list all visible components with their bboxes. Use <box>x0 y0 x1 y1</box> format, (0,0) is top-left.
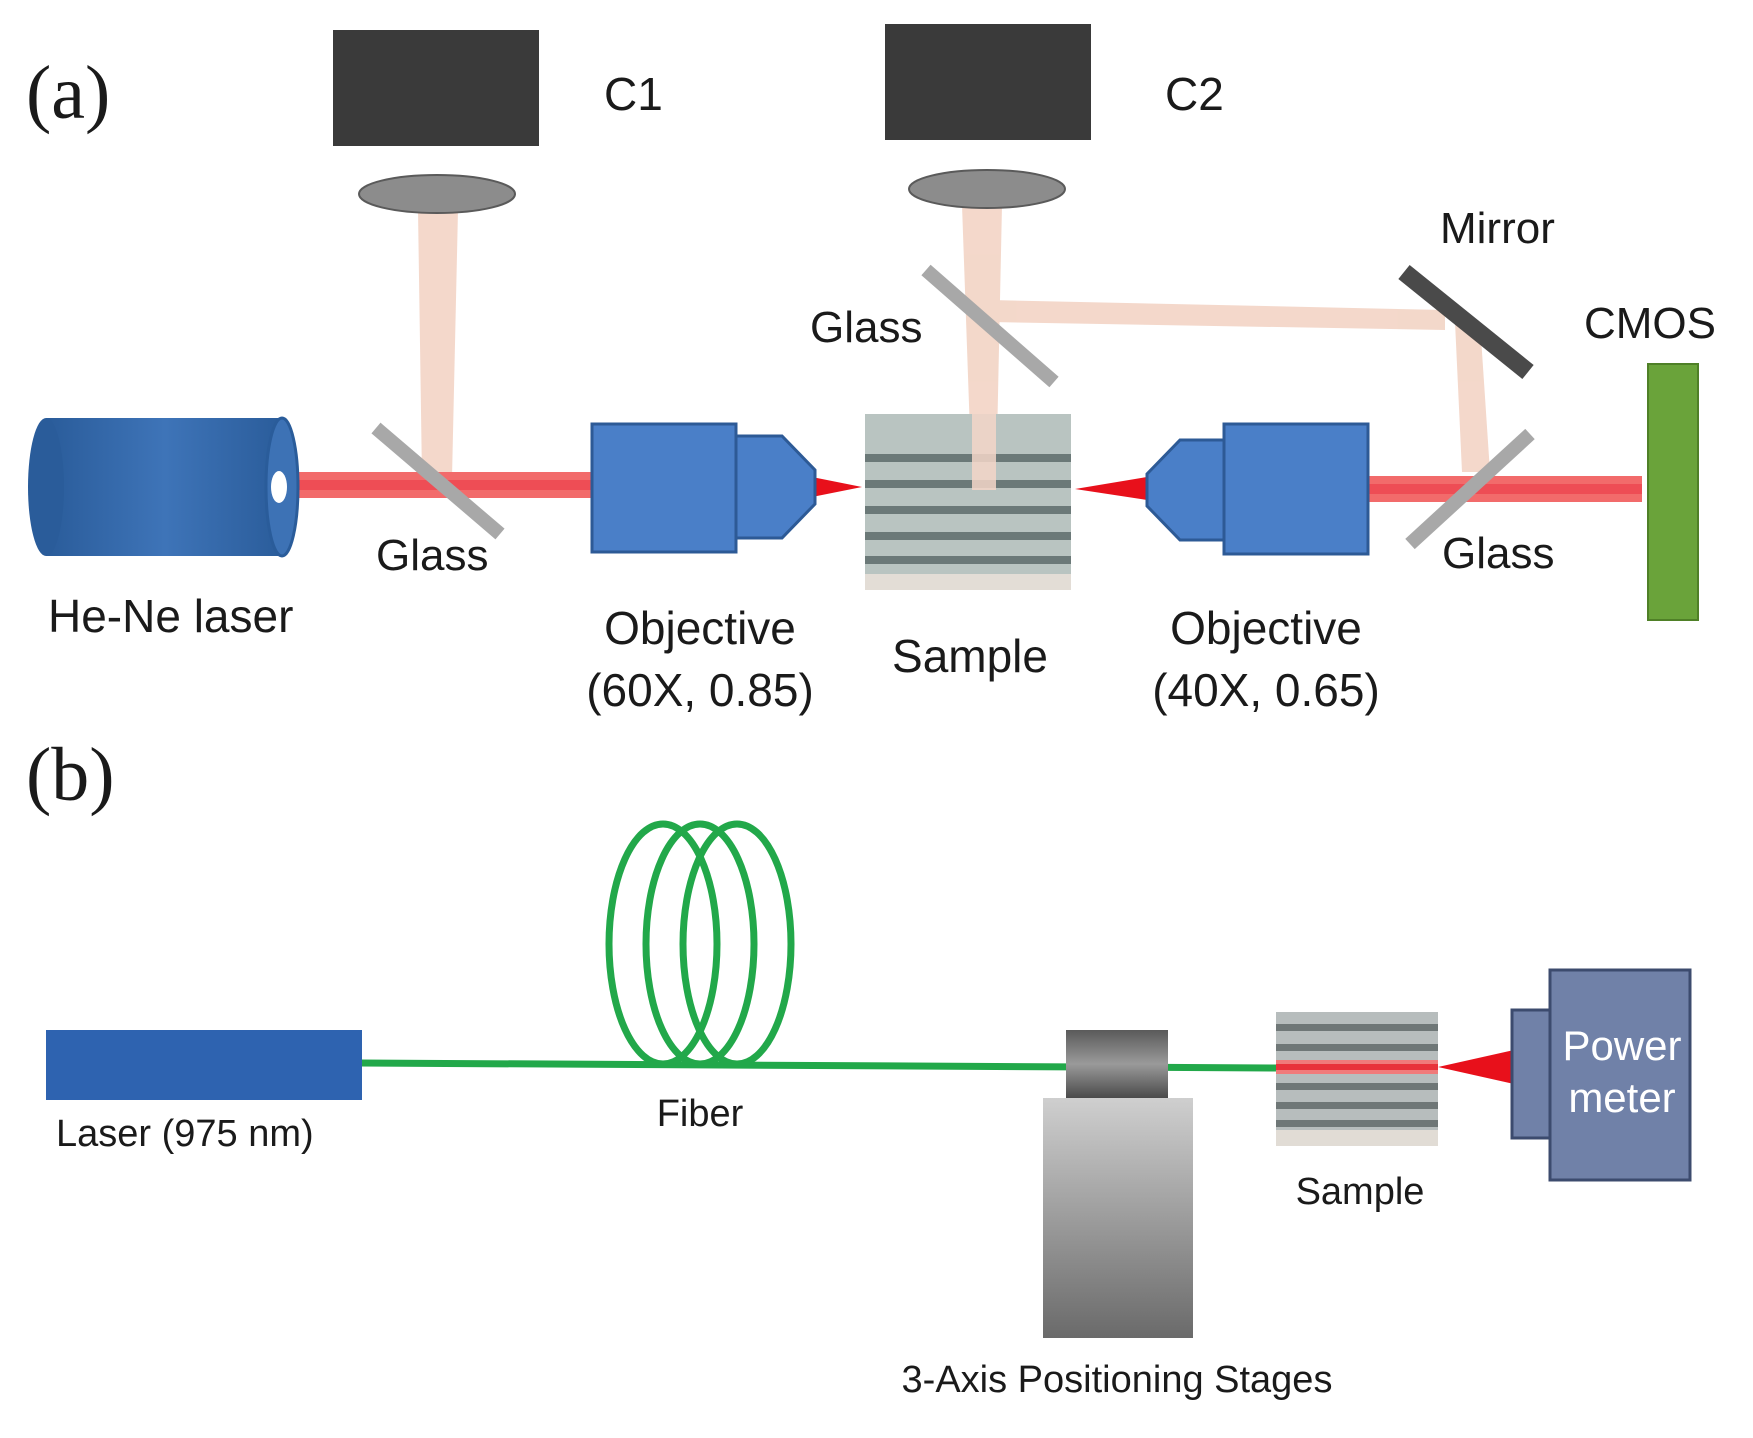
camera-c1 <box>333 30 539 146</box>
mirror-label: Mirror <box>1440 204 1555 253</box>
mirror <box>1398 264 1534 380</box>
fiber-loop-2 <box>642 820 758 1068</box>
mirror-path-vertical-beam <box>1455 322 1490 472</box>
sample-b-label: Sample <box>1296 1171 1425 1213</box>
objective-left-label-line1: Objective <box>604 602 796 654</box>
stage-top-block <box>1066 1030 1168 1098</box>
positioning-stages <box>1043 1030 1193 1338</box>
he-ne-laser-back-cap <box>28 418 64 556</box>
panel-a-label: (a) <box>26 51 110 135</box>
sample-a-layers <box>865 454 1071 564</box>
glass-left-label: Glass <box>376 531 488 580</box>
fiber-loop-1 <box>605 820 721 1068</box>
laser-975nm <box>46 1030 362 1100</box>
mirror-path-horizontal-beam <box>990 300 1445 330</box>
he-ne-laser-aperture <box>271 471 287 503</box>
he-ne-laser <box>28 416 300 558</box>
sample-b <box>1276 1012 1438 1146</box>
camera-c1-label: C1 <box>604 68 663 120</box>
glass-plate-left <box>371 422 505 540</box>
objective-right-label-line1: Objective <box>1170 602 1362 654</box>
stage-body <box>1043 1098 1193 1338</box>
fiber-loop-3 <box>679 820 795 1068</box>
glass-plate-right <box>1405 428 1535 550</box>
objective-right-label-line2: (40X, 0.65) <box>1152 664 1380 716</box>
laser-focus-right <box>1075 477 1147 500</box>
laser-975nm-label: Laser (975 nm) <box>56 1113 314 1155</box>
camera-c2-label: C2 <box>1165 68 1224 120</box>
power-meter-body <box>1548 968 1692 1182</box>
power-meter <box>1510 968 1692 1182</box>
sample-b-layers <box>1276 1024 1438 1127</box>
objective-right-body <box>1222 422 1370 556</box>
laser-focus-left <box>812 477 862 497</box>
sample-b-substrate <box>1276 1130 1438 1146</box>
sample-a-label: Sample <box>892 630 1048 682</box>
c1-imaging-beam <box>418 210 458 478</box>
objective-left <box>590 422 817 554</box>
c2-beam-in-sample <box>972 414 996 490</box>
panel-b: (b) Fiber Laser (975 nm) 3-Axis Position… <box>26 733 1692 1401</box>
glass-top-label: Glass <box>810 303 922 352</box>
camera-c1-lens <box>358 174 516 214</box>
sample-a-body <box>865 414 1071 574</box>
camera-c2-lens <box>908 169 1066 209</box>
sample-a <box>865 414 1071 590</box>
he-ne-laser-body <box>46 418 284 556</box>
sample-a-substrate <box>865 574 1071 590</box>
power-meter-head <box>1510 1008 1554 1140</box>
objective-right <box>1145 422 1370 556</box>
cmos-sensor <box>1647 363 1699 621</box>
glass-plate-top <box>921 264 1059 388</box>
laser-beam-right-core <box>1365 484 1642 494</box>
panel-b-label: (b) <box>26 733 115 817</box>
power-meter-label-line2: meter <box>1568 1074 1675 1121</box>
fiber-coil <box>605 820 795 1068</box>
camera-c2 <box>885 24 1091 140</box>
objective-right-nose <box>1145 438 1226 542</box>
glass-right-label: Glass <box>1442 529 1554 578</box>
power-meter-label-line1: Power <box>1562 1022 1681 1069</box>
he-ne-laser-label: He-Ne laser <box>48 590 293 642</box>
panel-a: C1 C2 (a) Mirror CMOS He-Ne laser Glass … <box>26 24 1716 716</box>
objective-left-label-line2: (60X, 0.85) <box>586 664 814 716</box>
fiber-label: Fiber <box>657 1093 744 1135</box>
output-focus-b <box>1438 1050 1514 1084</box>
sample-b-waveguide-core <box>1276 1064 1438 1070</box>
stages-label: 3-Axis Positioning Stages <box>902 1359 1333 1401</box>
objective-left-body <box>590 422 738 554</box>
objective-left-nose <box>734 434 817 540</box>
cmos-label: CMOS <box>1584 299 1716 348</box>
